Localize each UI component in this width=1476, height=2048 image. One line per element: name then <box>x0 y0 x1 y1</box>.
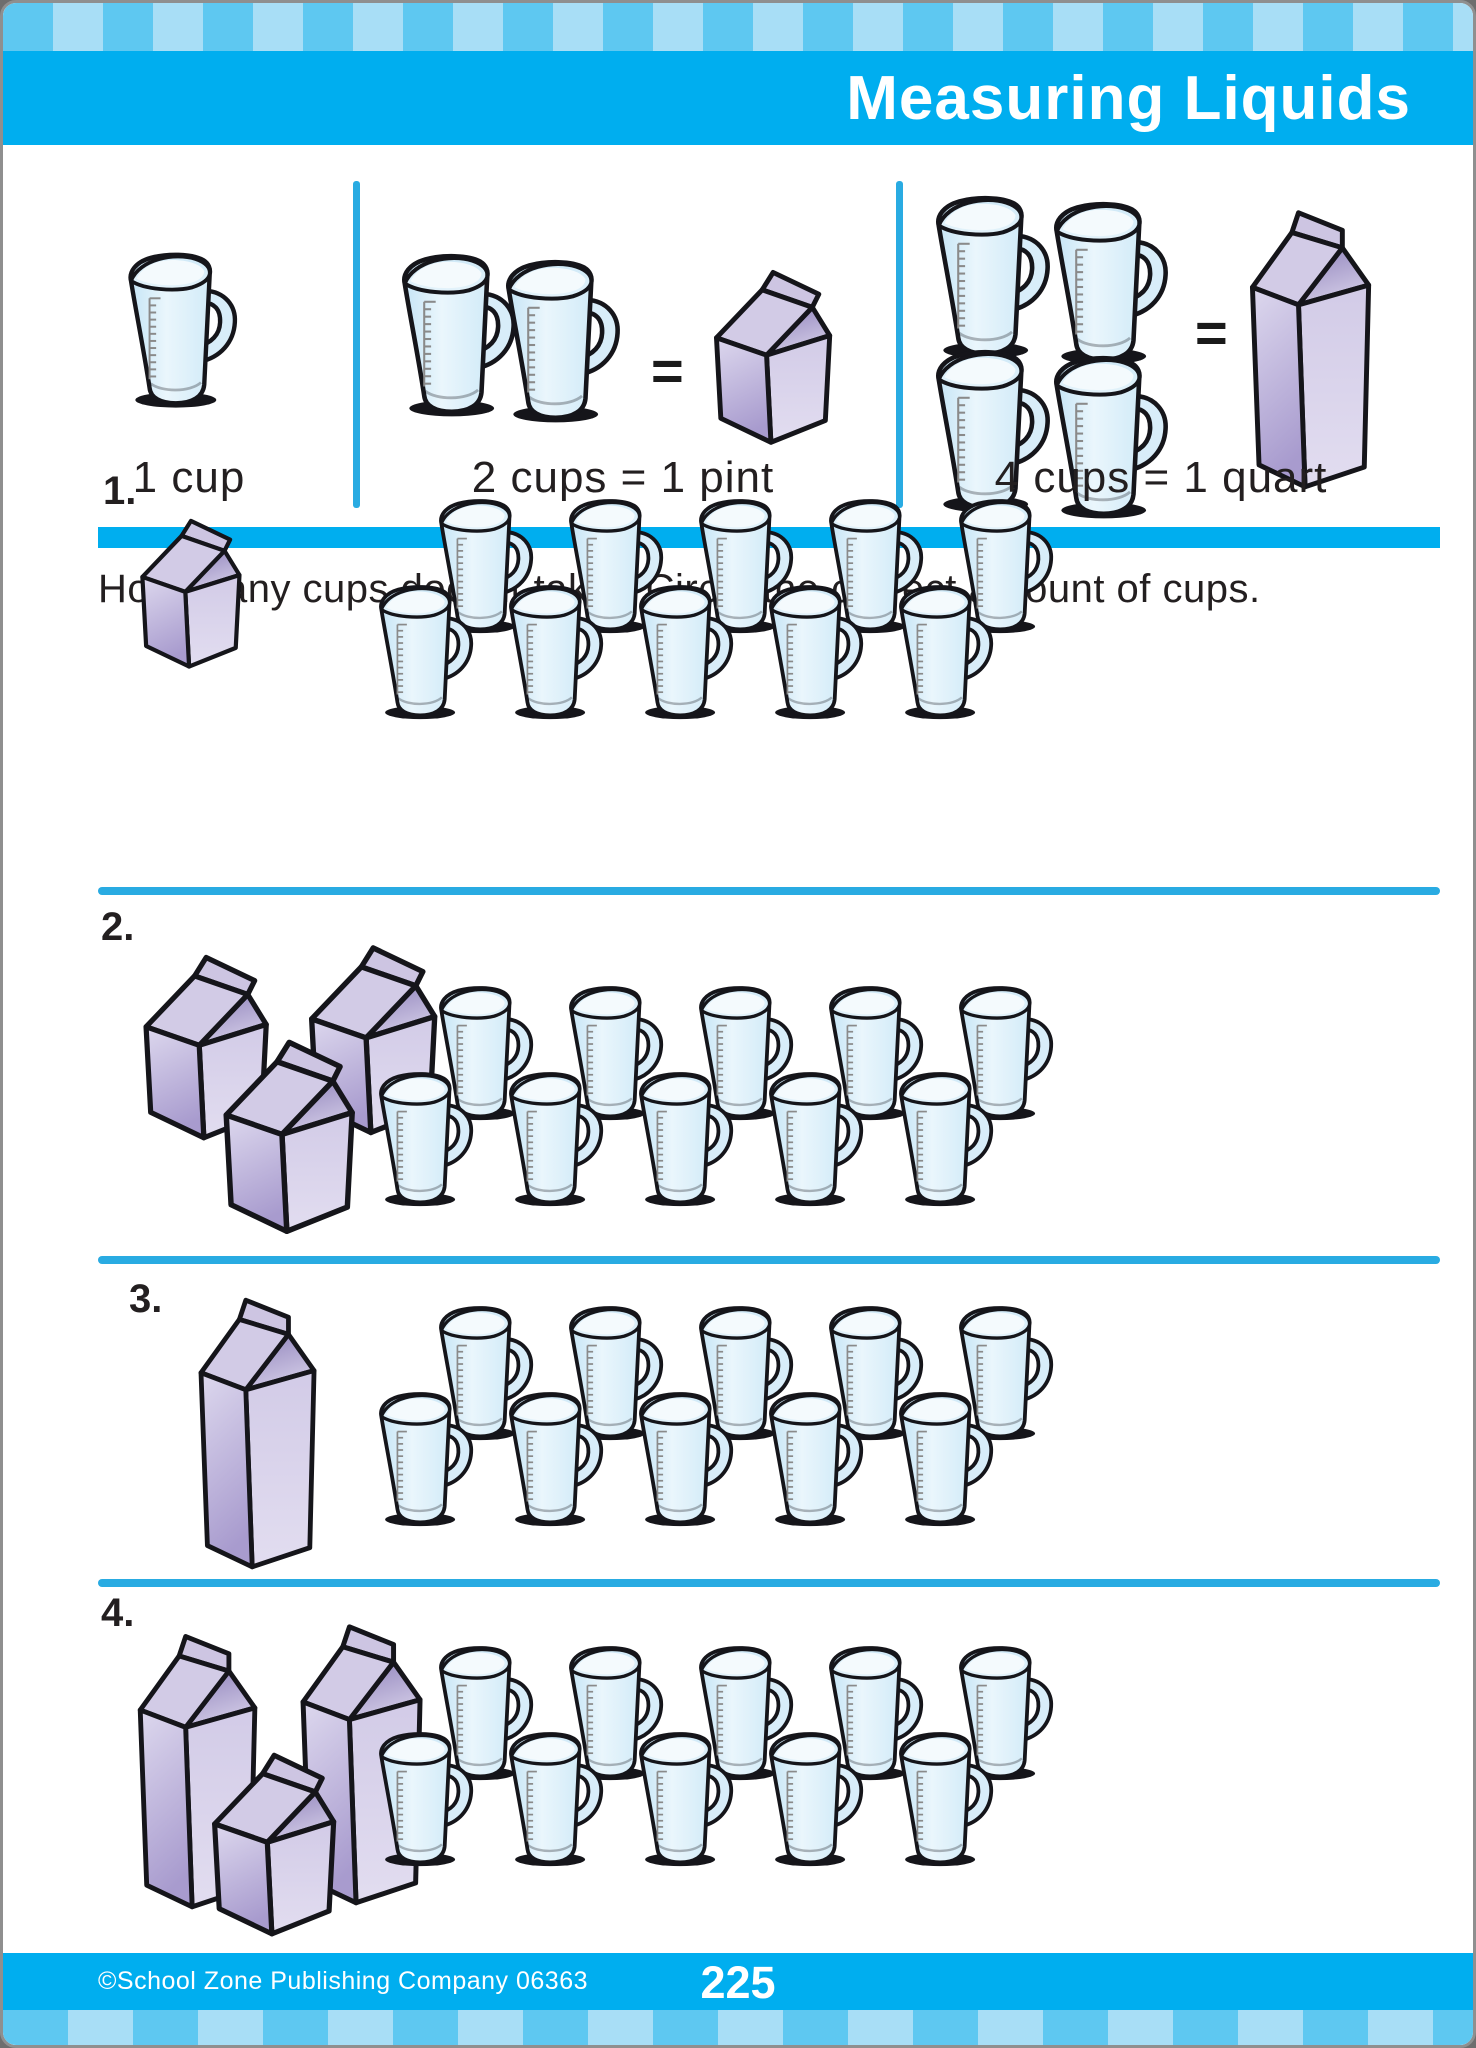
measuring-cup-icon <box>820 977 924 1129</box>
measuring-cup-icon <box>560 490 664 642</box>
measuring-cup-icon <box>430 1637 534 1789</box>
measuring-cup-icon <box>630 576 734 728</box>
separator-line <box>98 1579 1440 1587</box>
measuring-cup-icon <box>690 490 794 642</box>
problem-number: 4. <box>101 1591 135 1635</box>
measuring-cup-icon <box>430 1297 534 1449</box>
milk-carton-pint-icon <box>129 506 251 674</box>
measuring-cup-icon <box>950 1297 1054 1449</box>
measuring-cup-icon <box>950 977 1054 1129</box>
footer-bar: ©School Zone Publishing Company 06363 22… <box>3 1953 1473 2010</box>
milk-carton-pint-icon <box>129 939 281 1147</box>
measuring-cup-icon <box>690 977 794 1129</box>
problem-number: 3. <box>129 1277 163 1321</box>
measuring-cup-icon <box>630 1723 734 1875</box>
measuring-cup-icon <box>500 576 604 728</box>
measuring-cup-icon <box>820 490 924 642</box>
problem-row: 1. <box>3 3 1473 2045</box>
measuring-cup-icon <box>760 1063 864 1215</box>
measuring-cup-icon <box>370 1063 474 1215</box>
measuring-cup-icon <box>630 1383 734 1535</box>
milk-carton-quart-icon <box>117 1617 277 1909</box>
copyright-text: ©School Zone Publishing Company 06363 <box>98 1967 588 1995</box>
milk-carton-quart-icon <box>171 1281 343 1569</box>
measuring-cup-icon <box>760 576 864 728</box>
measuring-cup-icon <box>430 490 534 642</box>
problems-section: 1. 2. 3. 4. <box>3 3 1473 2045</box>
page-number: 225 <box>700 1957 776 2008</box>
measuring-cup-icon <box>370 1383 474 1535</box>
problem-row: 2. <box>3 3 1473 2045</box>
reference-divider-line <box>353 181 360 508</box>
measuring-cup-icon <box>890 1723 994 1875</box>
stripe-border-top <box>3 3 1473 51</box>
header-bar: Measuring Liquids <box>3 51 1473 145</box>
measuring-cup-icon <box>760 1383 864 1535</box>
measuring-cup-icon <box>950 1637 1054 1789</box>
reference-divider-line <box>896 181 903 508</box>
problem-row: 3. <box>3 3 1473 2045</box>
page-title: Measuring Liquids <box>846 63 1411 133</box>
measuring-cup-icon <box>500 1723 604 1875</box>
measuring-cup-icon <box>370 576 474 728</box>
measuring-cup-icon <box>560 977 664 1129</box>
measuring-cup-icon <box>820 1297 924 1449</box>
milk-carton-pint-icon <box>209 1023 367 1241</box>
measuring-cup-icon <box>560 1297 664 1449</box>
measuring-cup-icon <box>950 490 1054 642</box>
measuring-cup-icon <box>630 1063 734 1215</box>
problem-number: 2. <box>101 905 135 949</box>
measuring-cup-icon <box>820 1637 924 1789</box>
measuring-cup-icon <box>690 1297 794 1449</box>
milk-carton-quart-icon <box>271 1607 451 1905</box>
separator-line <box>98 887 1440 895</box>
measuring-cup-icon <box>890 576 994 728</box>
measuring-cup-icon <box>690 1637 794 1789</box>
milk-carton-pint-icon <box>293 929 451 1142</box>
stripe-border-bottom <box>3 2010 1473 2045</box>
measuring-cup-icon <box>890 1063 994 1215</box>
measuring-cup-icon <box>560 1637 664 1789</box>
measuring-cup-icon <box>500 1063 604 1215</box>
measuring-cup-icon <box>370 1723 474 1875</box>
problem-number: 1. <box>103 469 137 513</box>
measuring-cup-icon <box>760 1723 864 1875</box>
milk-carton-pint-icon <box>193 1737 353 1943</box>
measuring-cup-icon <box>430 977 534 1129</box>
measuring-cup-icon <box>890 1383 994 1535</box>
measuring-cup-icon <box>500 1383 604 1535</box>
problem-row: 4. <box>3 3 1473 2045</box>
separator-line <box>98 1256 1440 1264</box>
